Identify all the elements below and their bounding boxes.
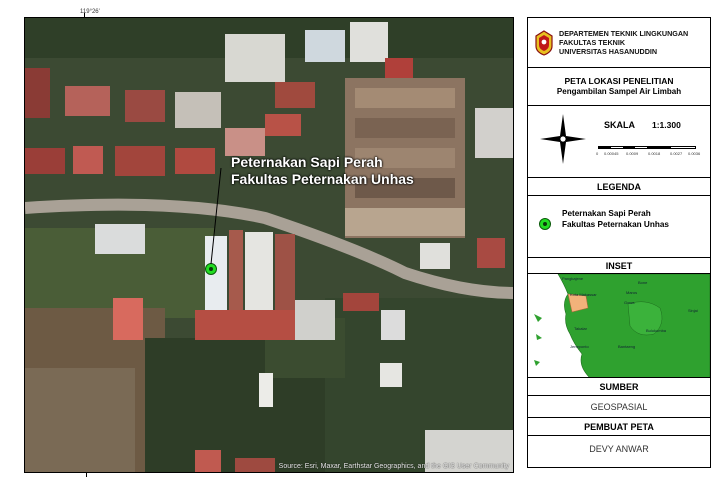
scale-bar: [598, 146, 696, 149]
scale-tick: 0.0027: [670, 151, 683, 156]
graticule-tick-bottom: [86, 470, 87, 477]
legend-marker-icon: [539, 218, 551, 230]
location-label-line1: Peternakan Sapi Perah: [231, 154, 383, 170]
author-header: PEMBUAT PETA: [528, 418, 710, 436]
institution-header: DEPARTEMEN TEKNIK LINGKUNGAN FAKULTAS TE…: [528, 18, 710, 68]
map-layout-panel: DEPARTEMEN TEKNIK LINGKUNGAN FAKULTAS TE…: [527, 17, 711, 468]
scale-label: SKALA: [604, 120, 635, 130]
inset-header: INSET: [528, 258, 710, 274]
inset-map[interactable]: Pangkajene Bone Maros Kota Makassar Gowa…: [528, 274, 710, 378]
map-title-line2: Pengambilan Sampel Air Limbah: [556, 87, 682, 96]
legend-header: LEGENDA: [528, 178, 710, 196]
legend-item-line2: Fakultas Peternakan Unhas: [562, 220, 669, 229]
satellite-imagery: [25, 18, 513, 472]
location-label-line2: Fakultas Peternakan Unhas: [231, 171, 414, 187]
legend-item: Peternakan Sapi Perah Fakultas Peternaka…: [562, 208, 669, 230]
north-arrow-icon: [540, 114, 586, 164]
location-label: Peternakan Sapi Perah Fakultas Peternaka…: [231, 154, 414, 188]
inset-label: Pangkajene: [562, 276, 584, 281]
study-location-marker[interactable]: [205, 263, 217, 275]
scale-tick: 0: [596, 151, 599, 156]
institution-line1: DEPARTEMEN TEKNIK LINGKUNGAN: [559, 29, 689, 38]
label-leader-line: [210, 167, 222, 265]
author-value: DEVY ANWAR: [589, 444, 649, 454]
inset-label: Maros: [626, 290, 638, 295]
graticule-tick-top: [84, 13, 85, 19]
map-title-line1: PETA LOKASI PENELITIAN: [564, 76, 674, 86]
map-title: PETA LOKASI PENELITIAN Pengambilan Sampe…: [528, 68, 710, 106]
scale-tick: 0.00045: [604, 151, 619, 156]
scale-section: SKALA 1:1.300 0 0.00045 0.0009 0.0018 0.…: [528, 106, 710, 178]
map-attribution: Source: Esri, Maxar, Earthstar Geographi…: [278, 463, 509, 470]
legend-item-line1: Peternakan Sapi Perah: [562, 209, 651, 218]
graticule-label: 119°26': [80, 9, 100, 15]
inset-label: Gowa: [624, 300, 635, 305]
university-logo-icon: [535, 29, 553, 56]
satellite-map[interactable]: Peternakan Sapi Perah Fakultas Peternaka…: [24, 17, 514, 473]
scale-value: 1:1.300: [652, 120, 681, 130]
inset-label: Jeneponto: [570, 344, 589, 349]
inset-label: Kota Makassar: [570, 292, 597, 297]
inset-label: Sinjai: [688, 308, 698, 313]
scale-tick: 0.0036: [688, 151, 701, 156]
institution-line3: UNIVERSITAS HASANUDDIN: [559, 47, 658, 56]
inset-label: Takalar: [574, 326, 587, 331]
inset-label: Bulukumba: [646, 328, 667, 333]
inset-label: Bone: [638, 280, 648, 285]
inset-label: Bantaeng: [618, 344, 636, 349]
inset-region-map: [528, 274, 710, 377]
scale-tick: 0.0009: [626, 151, 639, 156]
legend-section: [528, 196, 710, 258]
institution-line2: FAKULTAS TEKNIK: [559, 38, 626, 47]
source-value: GEOSPASIAL: [528, 396, 710, 418]
source-header: SUMBER: [528, 378, 710, 396]
scale-tick: 0.0018: [648, 151, 661, 156]
